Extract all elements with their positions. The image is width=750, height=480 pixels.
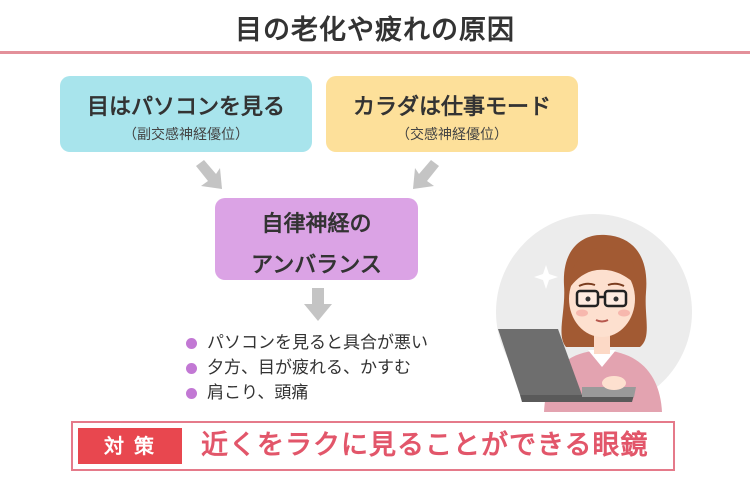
symptom-text: 夕方、目が疲れる、かすむ (207, 358, 411, 378)
cause-eyes-sublabel: （副交感神経優位） (123, 127, 249, 143)
cause-eyes-label: 目はパソコンを見る (86, 95, 285, 120)
symptom-list: パソコンを見ると具合が悪い 夕方、目が疲れる、かすむ 肩こり、頭痛 (186, 331, 428, 406)
woman-at-laptop-illustration (496, 214, 692, 412)
symptom-text: パソコンを見ると具合が悪い (207, 333, 428, 353)
symptom-item: 夕方、目が疲れる、かすむ (186, 356, 428, 381)
bullet-icon (186, 388, 197, 399)
page-title: 目の老化や疲れの原因 (235, 15, 515, 46)
sparkle-icon (534, 265, 558, 289)
cause-body-sublabel: （交感神経優位） (396, 127, 508, 143)
imbalance-line1: 自律神経の (261, 212, 372, 237)
title-divider (0, 51, 750, 54)
solution-banner: 対策 近くをラクに見ることができる眼鏡 (71, 421, 675, 471)
symptom-text: 肩こり、頭痛 (207, 383, 309, 403)
solution-tag: 対策 (78, 428, 182, 464)
down-right-arrow-icon (196, 160, 222, 189)
bullet-icon (186, 363, 197, 374)
cause-box-eyes-pc: 目はパソコンを見る （副交感神経優位） (60, 76, 312, 152)
result-box-autonomic-imbalance: 自律神経の アンバランス (215, 198, 418, 280)
down-left-arrow-icon (413, 160, 439, 189)
cause-box-body-work: カラダは仕事モード （交感神経優位） (326, 76, 578, 152)
imbalance-line2: アンバランス (251, 253, 382, 278)
down-arrow-icon (304, 288, 332, 321)
symptom-item: 肩こり、頭痛 (186, 381, 428, 406)
bullet-icon (186, 338, 197, 349)
symptom-item: パソコンを見ると具合が悪い (186, 331, 428, 356)
cause-body-label: カラダは仕事モード (352, 95, 551, 120)
solution-text: 近くをラクに見ることができる眼鏡 (201, 430, 649, 461)
